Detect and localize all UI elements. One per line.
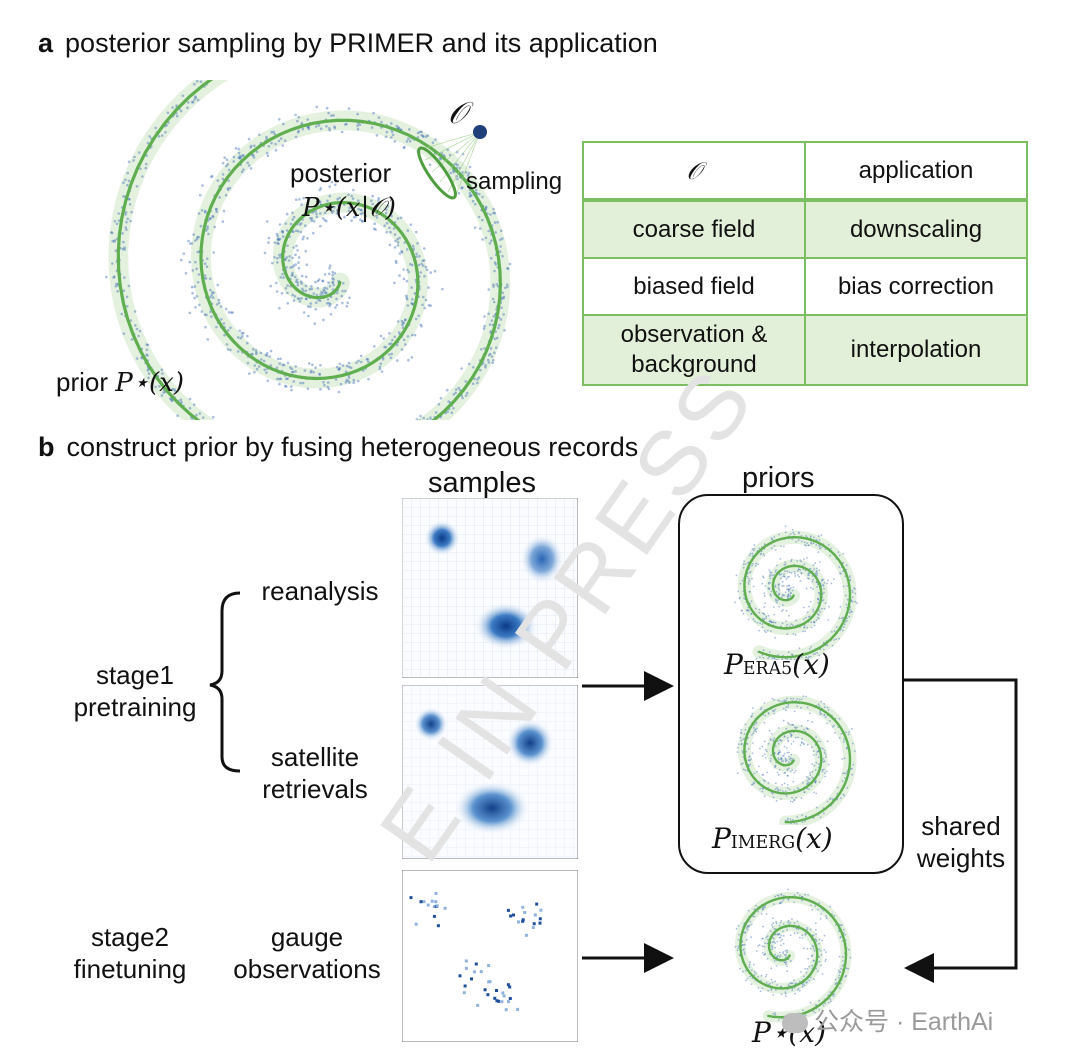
priors-header: priors bbox=[742, 462, 815, 494]
satellite-label: satellite retrievals bbox=[262, 742, 368, 804]
spiral-prior-plot bbox=[105, 80, 512, 420]
table-row: observation & background interpolation bbox=[582, 314, 1028, 386]
sampling-label: sampling bbox=[466, 168, 563, 195]
prior-formula: P⋆(x) bbox=[115, 368, 184, 398]
panel-a-title-text: posterior sampling by PRIMER and its app… bbox=[65, 28, 658, 58]
final-prior-plot bbox=[734, 888, 852, 1023]
table-header-row: 𝒪 application bbox=[582, 141, 1028, 202]
stage1-label: stage1 pretraining bbox=[73, 660, 197, 722]
priors-box bbox=[678, 494, 904, 874]
imerg-base: P bbox=[712, 822, 731, 855]
table-header-cell: application bbox=[804, 141, 1028, 202]
table-row: coarse field downscaling bbox=[582, 199, 1028, 259]
application-table: 𝒪 application coarse field downscaling b… bbox=[582, 141, 1028, 386]
panel-a-letter: a bbox=[38, 28, 54, 58]
reanalysis-label: reanalysis bbox=[261, 576, 379, 606]
gauge-sample bbox=[402, 870, 578, 1042]
arrow-shared-weights bbox=[902, 678, 1018, 983]
table-cell: downscaling bbox=[804, 199, 1028, 259]
observation-dot bbox=[473, 125, 487, 139]
panel-b-title-text: construct prior by fusing heterogeneous … bbox=[66, 432, 639, 462]
era5-base: P bbox=[724, 648, 743, 681]
posterior-formula: P⋆(x|𝒪) bbox=[302, 193, 396, 223]
prior-label: prior P⋆(x) bbox=[56, 367, 184, 398]
table-cell: biased field bbox=[582, 257, 806, 316]
table-row: biased field bias correction bbox=[582, 257, 1028, 316]
panel-a-title: a posterior sampling by PRIMER and its ap… bbox=[38, 28, 658, 59]
imerg-formula: PIMERG(x) bbox=[712, 822, 833, 855]
table-header-cell: 𝒪 bbox=[582, 141, 806, 202]
gauge-label: gauge observations bbox=[233, 922, 381, 984]
satellite-sample bbox=[402, 685, 578, 859]
era5-subscript: ERA5 bbox=[742, 659, 793, 679]
imerg-arg: (x) bbox=[795, 822, 833, 855]
stage1-brace bbox=[209, 591, 241, 773]
table-cell: interpolation bbox=[804, 314, 1028, 386]
samples-header: samples bbox=[428, 467, 536, 499]
panel-b-letter: b bbox=[38, 432, 55, 462]
gauge-station-dots bbox=[409, 891, 543, 1012]
imerg-prior-plot bbox=[736, 695, 857, 825]
era5-formula: PERA5(x) bbox=[724, 648, 830, 681]
imerg-subscript: IMERG bbox=[730, 833, 796, 853]
obs-symbol: 𝒪 bbox=[448, 96, 467, 131]
wechat-icon bbox=[782, 1013, 808, 1034]
table-cell: coarse field bbox=[582, 199, 806, 259]
stage2-label: stage2 finetuning bbox=[73, 922, 187, 984]
shared-weights-label: shared weights bbox=[916, 811, 1006, 873]
reanalysis-sample bbox=[402, 498, 578, 678]
era5-prior-plot bbox=[734, 525, 858, 660]
panel-b-title: b construct prior by fusing heterogeneous… bbox=[38, 432, 638, 463]
prior-label-text: prior bbox=[56, 367, 109, 397]
credit-text: 公众号 · EarthAi bbox=[782, 1002, 993, 1038]
era5-arg: (x) bbox=[792, 648, 830, 681]
prior-spiral-scatter bbox=[105, 80, 512, 420]
credit-label: 公众号 · EarthAi bbox=[814, 1008, 994, 1036]
table-cell: bias correction bbox=[804, 257, 1028, 316]
posterior-ellipse bbox=[417, 146, 457, 200]
table-cell: observation & background bbox=[582, 314, 806, 386]
posterior-label: posterior bbox=[290, 158, 392, 188]
